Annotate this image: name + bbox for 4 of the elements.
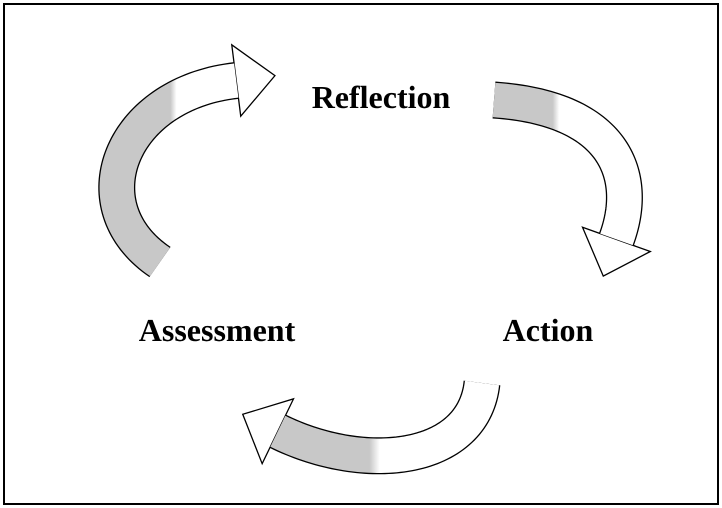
curved-arrow — [98, 44, 276, 278]
stage-label: Assessment — [96, 310, 338, 350]
stage-label: Action — [484, 310, 612, 350]
stage-label: Reflection — [288, 77, 474, 117]
